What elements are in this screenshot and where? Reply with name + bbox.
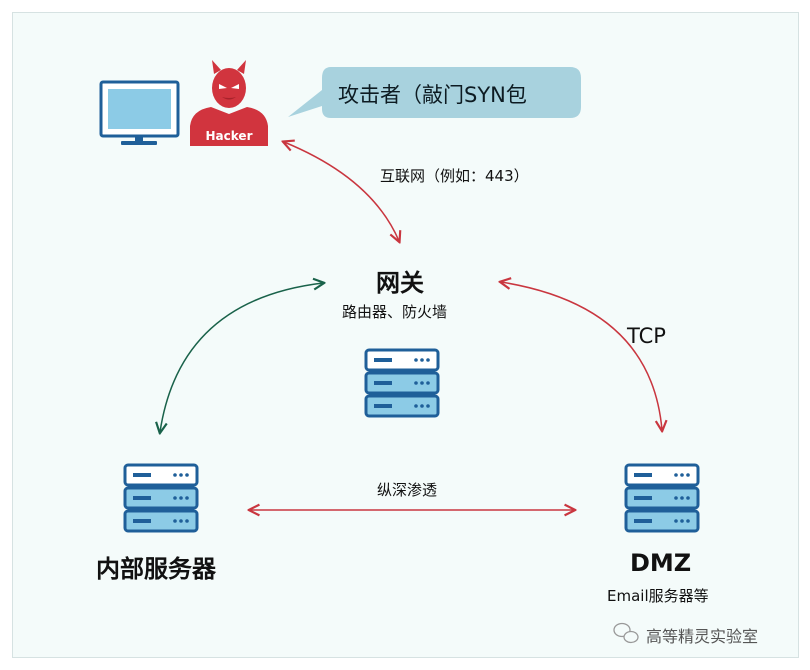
lateral-label: 纵深渗透 — [377, 481, 438, 499]
arrow-internet — [284, 142, 399, 241]
dmz-title: DMZ — [630, 549, 692, 577]
speech-text: 攻击者（敲门SYN包 — [338, 83, 527, 107]
internal-title: 内部服务器 — [96, 555, 216, 583]
hacker-label: Hacker — [206, 129, 253, 143]
computer-monitor-icon — [99, 80, 180, 145]
watermark-text: 高等精灵实验室 — [646, 627, 759, 646]
hacker-devil-icon — [190, 60, 268, 146]
internet-label: 互联网（例如：443） — [380, 167, 529, 185]
gateway-title: 网关 — [376, 269, 424, 297]
wechat-icon — [613, 622, 639, 644]
speech-bubble — [288, 67, 581, 118]
gateway-subtitle: 路由器、防火墙 — [342, 303, 448, 321]
dmz-subtitle: Email服务器等 — [607, 587, 709, 605]
gateway-server-icon — [364, 348, 440, 418]
arrow-internal — [160, 283, 323, 432]
dmz-server-icon — [624, 463, 700, 533]
tcp-label: TCP — [627, 324, 666, 348]
arrow-tcp — [501, 282, 662, 430]
internal-server-icon — [123, 463, 199, 533]
